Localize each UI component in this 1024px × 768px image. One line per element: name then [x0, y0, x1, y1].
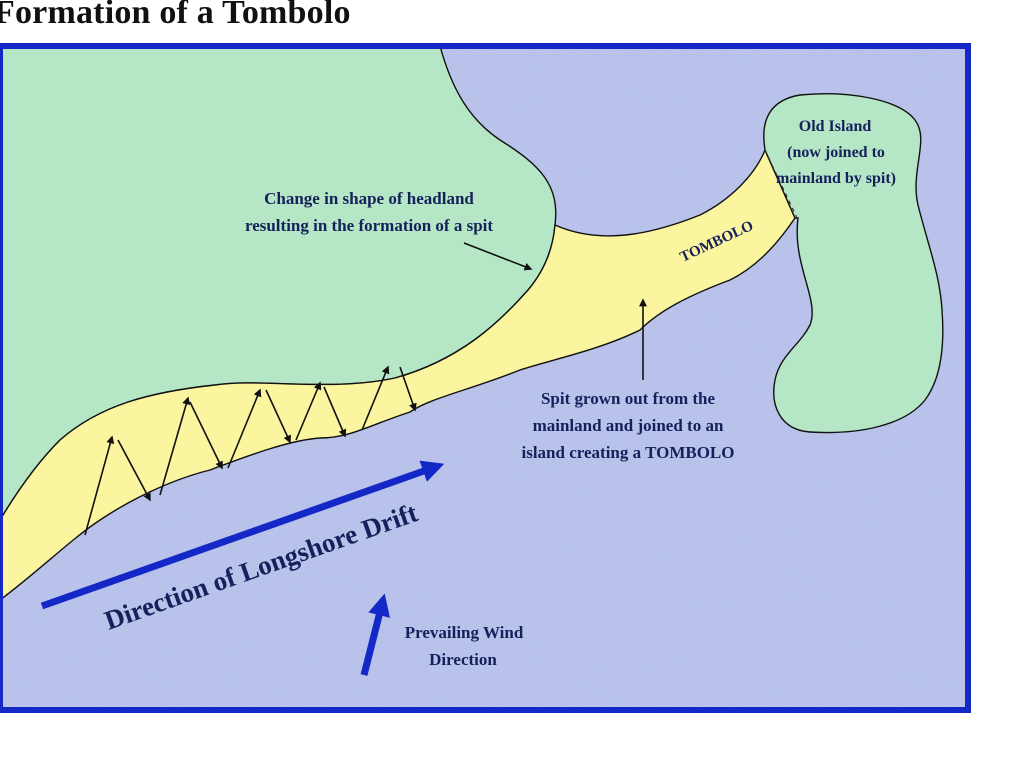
- island-label-line2: (now joined to: [787, 144, 885, 161]
- swash-arrow: [227, 388, 262, 469]
- island-label-line1: Old Island: [799, 118, 872, 135]
- island-label-line3: mainland by spit): [776, 170, 896, 187]
- wind-direction-arrow: [360, 593, 391, 676]
- backwash-arrow: [265, 389, 291, 444]
- spit: [0, 148, 796, 601]
- wind-label-line1: Prevailing Wind: [405, 623, 524, 642]
- wind-label-line2: Direction: [429, 650, 497, 669]
- swash-arrow: [159, 396, 191, 496]
- backwash-arrow: [117, 439, 151, 502]
- spit-label-line2: mainland and joined to an: [533, 416, 724, 435]
- backwash-arrow: [323, 386, 347, 438]
- headland-label-line1: Change in shape of headland: [264, 189, 474, 208]
- swash-arrow: [361, 365, 390, 431]
- diagram-frame: [0, 43, 971, 713]
- longshore-drift-arrow: [40, 460, 445, 610]
- spit-label-line3: island creating a TOMBOLO: [521, 443, 734, 462]
- old-island: [763, 93, 944, 434]
- spit-label-line1: Spit grown out from the: [541, 389, 716, 408]
- page-title: Formation of a Tombolo: [0, 0, 351, 31]
- swash-arrow: [295, 381, 322, 441]
- swash-backwash-arrows: [84, 365, 417, 536]
- headland-label-line2: resulting in the formation of a spit: [245, 216, 493, 235]
- swash-arrow: [84, 435, 115, 536]
- backwash-arrow: [399, 366, 417, 412]
- headland-pointer-arrow: [463, 242, 533, 271]
- backwash-arrow: [189, 401, 223, 470]
